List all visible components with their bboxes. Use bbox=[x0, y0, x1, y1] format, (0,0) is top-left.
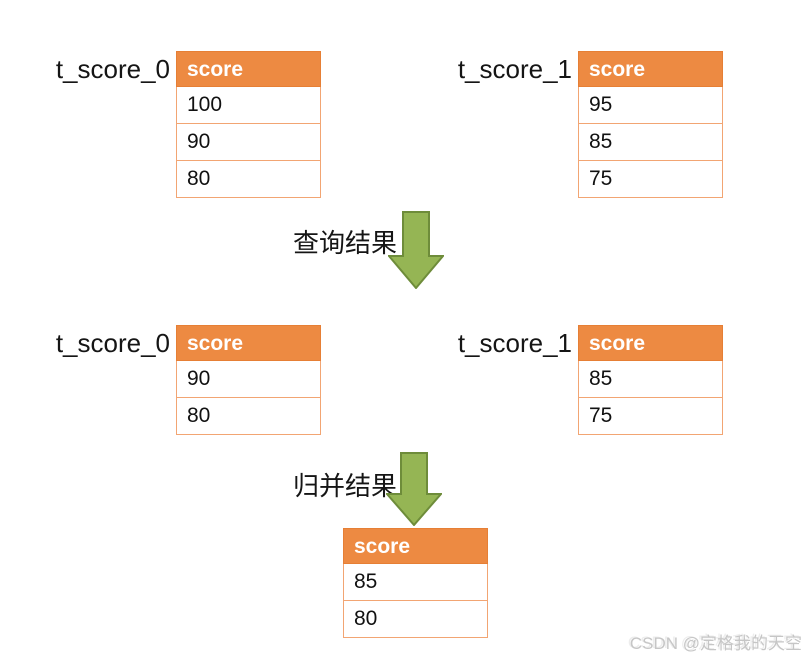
column-header-score: score bbox=[176, 325, 321, 361]
table-t-score-1-top: score 95 85 75 bbox=[578, 51, 723, 198]
column-header-score: score bbox=[578, 325, 723, 361]
down-arrow-icon bbox=[388, 211, 444, 289]
table-cell: 80 bbox=[343, 601, 488, 638]
table-cell: 90 bbox=[176, 361, 321, 398]
table-title-t-score-1-top: t_score_1 bbox=[457, 54, 572, 84]
table-title-t-score-0-top: t_score_0 bbox=[55, 54, 170, 84]
column-header-score: score bbox=[343, 528, 488, 564]
table-cell: 85 bbox=[343, 564, 488, 601]
step-label-query-result: 查询结果 bbox=[292, 228, 397, 258]
table-title-t-score-1-mid: t_score_1 bbox=[457, 328, 572, 358]
watermark: CSDN @定格我的天空 bbox=[629, 634, 802, 653]
column-header-score: score bbox=[578, 51, 723, 87]
table-cell: 85 bbox=[578, 124, 723, 161]
table-merged-result: score 85 80 bbox=[343, 528, 488, 638]
down-arrow-icon bbox=[386, 452, 442, 526]
table-cell: 75 bbox=[578, 161, 723, 198]
table-cell: 90 bbox=[176, 124, 321, 161]
table-t-score-0-mid: score 90 80 bbox=[176, 325, 321, 435]
table-cell: 80 bbox=[176, 398, 321, 435]
table-t-score-0-top: score 100 90 80 bbox=[176, 51, 321, 198]
table-cell: 80 bbox=[176, 161, 321, 198]
table-cell: 100 bbox=[176, 87, 321, 124]
column-header-score: score bbox=[176, 51, 321, 87]
table-title-t-score-0-mid: t_score_0 bbox=[55, 328, 170, 358]
table-t-score-1-mid: score 85 75 bbox=[578, 325, 723, 435]
table-cell: 85 bbox=[578, 361, 723, 398]
table-cell: 75 bbox=[578, 398, 723, 435]
step-label-merge-result: 归并结果 bbox=[292, 471, 397, 501]
table-cell: 95 bbox=[578, 87, 723, 124]
